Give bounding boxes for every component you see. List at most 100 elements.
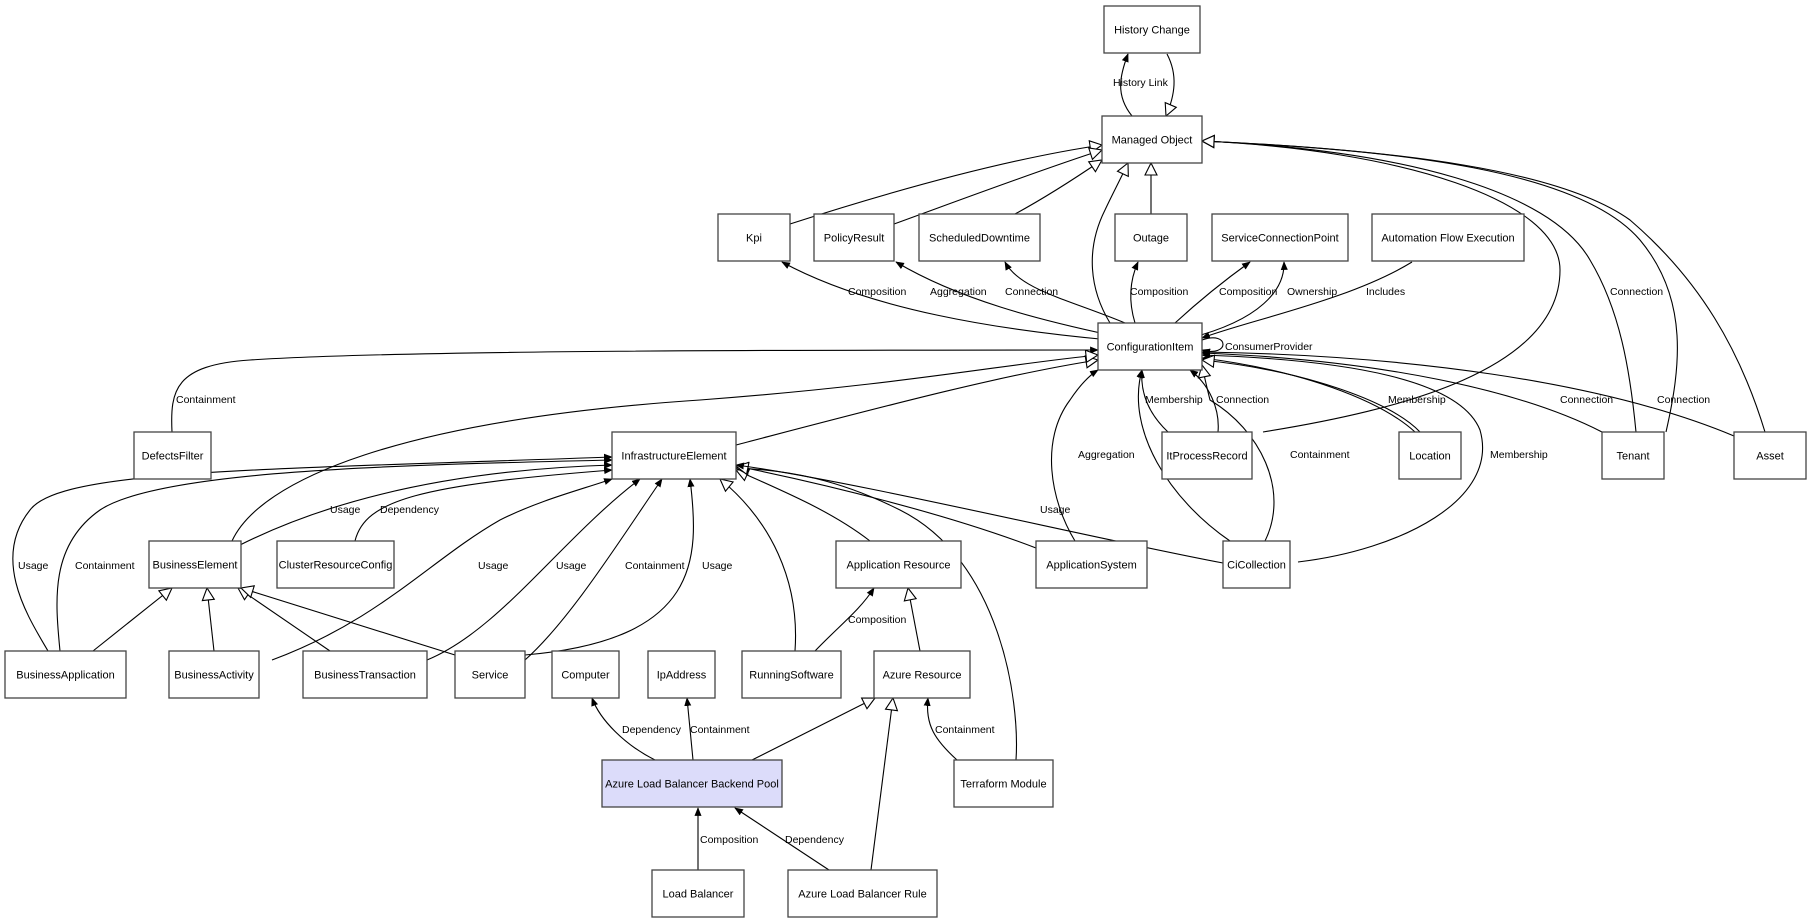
edge-containment: [923, 697, 958, 761]
node-box[interactable]: [717, 213, 791, 262]
node-terraform-module[interactable]: Terraform Module: [953, 759, 1054, 808]
edge-inheritance: [720, 479, 797, 652]
node-infrastructure-element[interactable]: InfrastructureElement: [611, 431, 737, 480]
node-box[interactable]: [1398, 431, 1462, 480]
inheritance-arrow: [908, 588, 921, 652]
node-box[interactable]: [302, 650, 428, 699]
node-box[interactable]: [1101, 115, 1203, 164]
node-box[interactable]: [953, 759, 1054, 808]
node-business-activity[interactable]: BusinessActivity: [168, 650, 260, 699]
node-tenant[interactable]: Tenant: [1601, 431, 1665, 480]
node-box[interactable]: [647, 650, 716, 699]
node-history-change[interactable]: History Change: [1103, 5, 1201, 54]
edge-usage: [12, 453, 613, 652]
node-box[interactable]: [1035, 540, 1148, 589]
node-box[interactable]: [1733, 431, 1807, 480]
node-label: BusinessActivity: [174, 669, 254, 681]
node-label: ItProcessRecord: [1166, 450, 1247, 462]
node-computer[interactable]: Computer: [551, 650, 620, 699]
node-scheduled-downtime[interactable]: ScheduledDowntime: [918, 213, 1041, 262]
node-box[interactable]: [1103, 5, 1201, 54]
node-label: BusinessTransaction: [314, 669, 416, 681]
node-box[interactable]: [133, 431, 212, 480]
edge-label: Membership: [1388, 394, 1446, 406]
node-label: Azure Resource: [883, 669, 962, 681]
node-business-element[interactable]: BusinessElement: [148, 540, 242, 589]
node-kpi[interactable]: Kpi: [717, 213, 791, 262]
inheritance-arrow: [1091, 163, 1128, 324]
node-box[interactable]: [835, 540, 962, 589]
inheritance-arrow: [1202, 141, 1637, 433]
node-business-application[interactable]: BusinessApplication: [4, 650, 127, 699]
edge-label: Connection: [1216, 394, 1269, 406]
association-arrow: [1130, 261, 1139, 324]
node-box[interactable]: [873, 650, 971, 699]
edge-label: Usage: [478, 560, 509, 572]
edge-inheritance: [893, 150, 1102, 225]
node-label: Kpi: [746, 232, 762, 244]
node-box[interactable]: [918, 213, 1041, 262]
node-label: CiCollection: [1227, 559, 1286, 571]
node-application-resource[interactable]: Application Resource: [835, 540, 962, 589]
node-it-process-record[interactable]: ItProcessRecord: [1161, 431, 1253, 480]
node-box[interactable]: [276, 540, 395, 589]
inheritance-arrow: [735, 360, 1098, 446]
node-running-software[interactable]: RunningSoftware: [741, 650, 842, 699]
node-load-balancer[interactable]: Load Balancer: [651, 869, 745, 918]
node-managed-object[interactable]: Managed Object: [1101, 115, 1203, 164]
edge-usage: [271, 478, 613, 661]
node-label: RunningSoftware: [749, 669, 833, 681]
node-box[interactable]: [1211, 213, 1349, 262]
node-azure-resource[interactable]: Azure Resource: [873, 650, 971, 699]
node-box[interactable]: [813, 213, 895, 262]
edge-inheritance: [1014, 160, 1102, 215]
association-arrow: [1174, 261, 1251, 324]
inheritance-arrow: [241, 588, 456, 656]
association-arrow: [814, 587, 875, 652]
node-box[interactable]: [1114, 213, 1188, 262]
node-application-system[interactable]: ApplicationSystem: [1035, 540, 1148, 589]
node-configuration-item[interactable]: ConfigurationItem: [1097, 322, 1203, 371]
node-business-transaction[interactable]: BusinessTransaction: [302, 650, 428, 699]
node-ci-collection[interactable]: CiCollection: [1222, 540, 1291, 589]
node-service-connection-point[interactable]: ServiceConnectionPoint: [1211, 213, 1349, 262]
node-defects-filter[interactable]: DefectsFilter: [133, 431, 212, 480]
node-box[interactable]: [1097, 322, 1203, 371]
node-automation-flow-execution[interactable]: Automation Flow Execution: [1371, 213, 1525, 262]
association-arrow: [734, 807, 830, 871]
node-asset[interactable]: Asset: [1733, 431, 1807, 480]
node-box[interactable]: [168, 650, 260, 699]
node-box[interactable]: [787, 869, 938, 918]
node-box[interactable]: [601, 759, 783, 808]
node-box[interactable]: [741, 650, 842, 699]
node-cluster-resource-config[interactable]: ClusterResourceConfig: [276, 540, 395, 589]
node-label: Application Resource: [847, 559, 951, 571]
node-outage[interactable]: Outage: [1114, 213, 1188, 262]
inheritance-arrow: [720, 479, 797, 652]
node-location[interactable]: Location: [1398, 431, 1462, 480]
edge-containment: [1136, 369, 1231, 542]
node-label: BusinessElement: [153, 559, 238, 571]
node-service[interactable]: Service: [454, 650, 526, 699]
node-box[interactable]: [1601, 431, 1665, 480]
node-box[interactable]: [454, 650, 526, 699]
edge-inheritance: [736, 466, 1037, 549]
node-azure-lb-backend-pool[interactable]: Azure Load Balancer Backend Pool: [601, 759, 783, 808]
edge-inheritance: [908, 588, 921, 652]
node-box[interactable]: [651, 869, 745, 918]
edge-usage: [426, 478, 641, 661]
node-box[interactable]: [1371, 213, 1525, 262]
node-box[interactable]: [611, 431, 737, 480]
node-box[interactable]: [148, 540, 242, 589]
association-arrow: [1201, 351, 1483, 563]
node-box[interactable]: [551, 650, 620, 699]
node-policy-result[interactable]: PolicyResult: [813, 213, 895, 262]
node-box[interactable]: [1222, 540, 1291, 589]
node-box[interactable]: [1161, 431, 1253, 480]
node-ip-address[interactable]: IpAddress: [647, 650, 716, 699]
edge-composition: [1130, 261, 1139, 324]
inheritance-arrow: [238, 588, 331, 652]
node-label: IpAddress: [657, 669, 707, 681]
node-box[interactable]: [4, 650, 127, 699]
node-azure-lb-rule[interactable]: Azure Load Balancer Rule: [787, 869, 938, 918]
